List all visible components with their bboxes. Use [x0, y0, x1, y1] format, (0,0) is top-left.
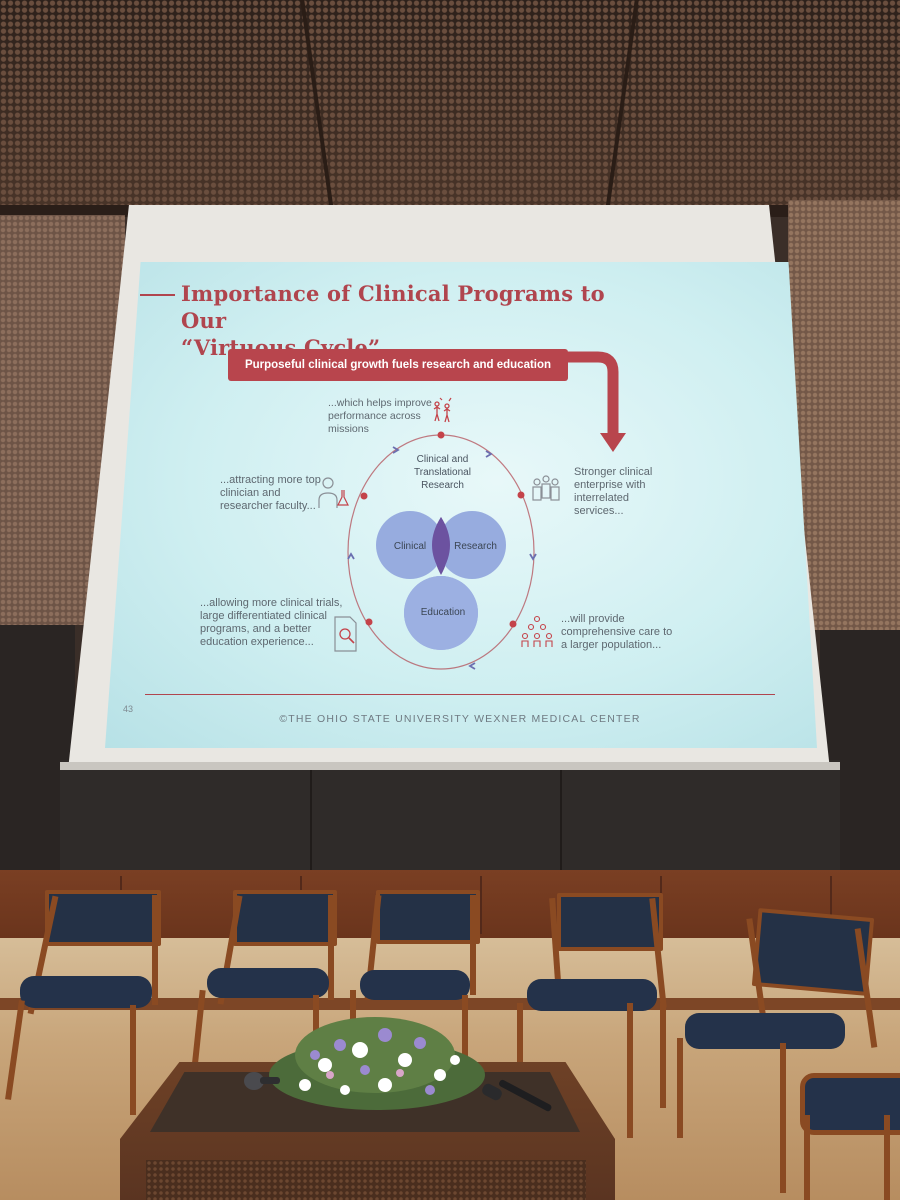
slide-title-line-1: Importance of Clinical Programs to Our [181, 281, 605, 333]
top-caption: ...which helps improve performance acros… [328, 397, 432, 435]
left-acoustic-wall [0, 215, 125, 625]
microphone-icon [482, 1079, 552, 1112]
venn-diagram [376, 511, 506, 650]
venn-label-education: Education [420, 607, 466, 618]
back-wall [60, 760, 840, 880]
page-number: 43 [123, 704, 134, 714]
presentation-slide [105, 262, 817, 748]
cycle-heading: Clinical and Translational Research [414, 454, 471, 491]
left-bottom-caption: ...allowing more clinical trials, large … [200, 597, 343, 648]
growth-banner: Purposeful clinical growth fuels researc… [228, 349, 568, 381]
scientist-icon [318, 477, 349, 508]
population-icon [521, 615, 553, 647]
footer-rule [145, 694, 775, 695]
chair [515, 893, 675, 1138]
microphone-icon [244, 1072, 280, 1090]
slide-footer: ©THE OHIO STATE UNIVERSITY WEXNER MEDICA… [279, 713, 641, 725]
left-top-caption: ...attracting more top clinician and res… [220, 474, 321, 512]
team-icon [532, 475, 560, 501]
venn-label-research: Research [454, 541, 497, 552]
chair [350, 890, 490, 1080]
table-front-panel [146, 1160, 586, 1200]
venn-label-clinical: Clinical [393, 541, 427, 552]
flower-arrangement [269, 1017, 485, 1110]
acoustic-ceiling [0, 0, 900, 217]
down-arrow-icon [600, 433, 626, 452]
title-rule [140, 294, 175, 296]
chair [0, 890, 170, 1120]
celebration-icon [433, 397, 452, 423]
chair [800, 1055, 900, 1200]
document-search-icon [334, 616, 357, 652]
right-top-caption: Stronger clinical enterprise with interr… [574, 466, 653, 517]
chair [675, 908, 878, 1193]
screen-bottom-bar [60, 762, 840, 770]
right-bottom-caption: ...will provide comprehensive care to a … [561, 613, 673, 651]
